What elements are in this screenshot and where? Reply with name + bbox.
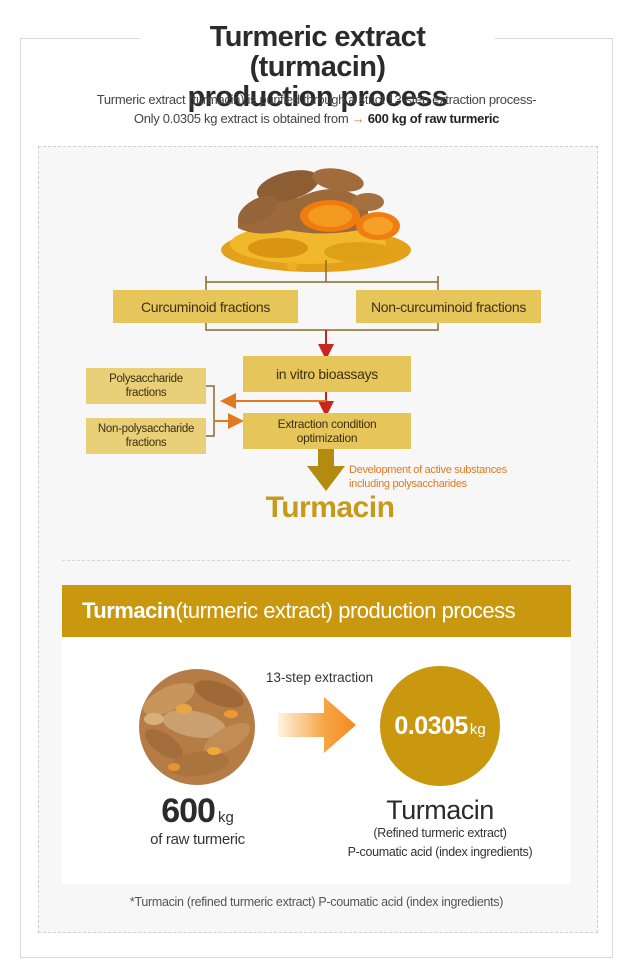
nonpoly-line-1: Non-polysaccharide xyxy=(97,423,195,435)
production-process-banner: Turmacin(turmeric extract) production pr… xyxy=(62,585,571,637)
development-line-1: Development of active substances xyxy=(349,464,507,476)
result-amount-circle: 0.0305 kg xyxy=(380,666,500,786)
result-value: 0.0305 xyxy=(394,711,468,740)
in-vitro-bioassays-box: in vitro bioassays xyxy=(243,356,411,392)
banner-bold: Turmacin xyxy=(82,598,176,623)
arrow-right-icon: → xyxy=(351,111,365,126)
subtitle-highlight: 600 kg of raw turmeric xyxy=(367,111,500,126)
turmeric-powder-photo xyxy=(221,168,411,272)
page-title: Turmeric extract (turmacin) production p… xyxy=(140,22,495,112)
result-unit: kg xyxy=(469,720,486,738)
step-extraction-label: 13-step extraction xyxy=(265,670,374,685)
raw-description: of raw turmeric xyxy=(150,831,245,848)
result-name: Turmacin xyxy=(386,795,494,825)
subtitle-prefix: Only 0.0305 kg extract is obtained from xyxy=(133,111,349,126)
title-line-1: Turmeric extract (turmacin) xyxy=(209,21,426,83)
branch-line-merge xyxy=(205,323,439,331)
banner-rest: (turmeric extract) production process xyxy=(175,598,516,623)
poly-line-1: Polysaccharide xyxy=(109,373,183,385)
turmacin-result-label: Turmacin xyxy=(265,491,395,524)
extraction-line-1: Extraction condition xyxy=(277,417,377,431)
raw-turmeric-photo xyxy=(139,669,255,785)
extraction-optimization-box: Extraction condition optimization xyxy=(243,413,411,449)
non-polysaccharide-fractions-box: Non-polysaccharide fractions xyxy=(86,418,206,454)
curcuminoid-fractions-box: Curcuminoid fractions xyxy=(113,290,298,323)
polysaccharide-fractions-box: Polysaccharide fractions xyxy=(86,368,206,404)
result-description-1: (Refined turmeric extract) xyxy=(373,826,507,840)
subtitle-line-1: Turmeric extract (turmacin) is purified … xyxy=(96,92,537,107)
gold-down-arrow-icon xyxy=(307,449,345,491)
footnote: *Turmacin (refined turmeric extract) P-c… xyxy=(129,895,504,909)
branch-line-top xyxy=(205,276,439,283)
development-note: Development of active substances includi… xyxy=(349,463,539,491)
non-curcuminoid-fractions-box: Non-curcuminoid fractions xyxy=(356,290,541,323)
result-description-2: P-coumatic acid (index ingredients) xyxy=(347,845,533,859)
raw-unit: kg xyxy=(217,809,234,826)
nonpoly-line-2: fractions xyxy=(125,437,167,449)
raw-value: 600 xyxy=(161,792,216,830)
development-line-2: including polysaccharides xyxy=(349,478,467,490)
poly-line-2: fractions xyxy=(125,387,167,399)
section-divider xyxy=(62,560,570,561)
arrow-right-icon xyxy=(278,697,356,753)
subtitle-line-2: Only 0.0305 kg extract is obtained from … xyxy=(20,109,613,128)
extraction-line-2: optimization xyxy=(296,431,358,445)
title-line-2: production process xyxy=(187,81,449,113)
subtitle: Turmeric extract (turmacin) is purified … xyxy=(20,90,613,128)
